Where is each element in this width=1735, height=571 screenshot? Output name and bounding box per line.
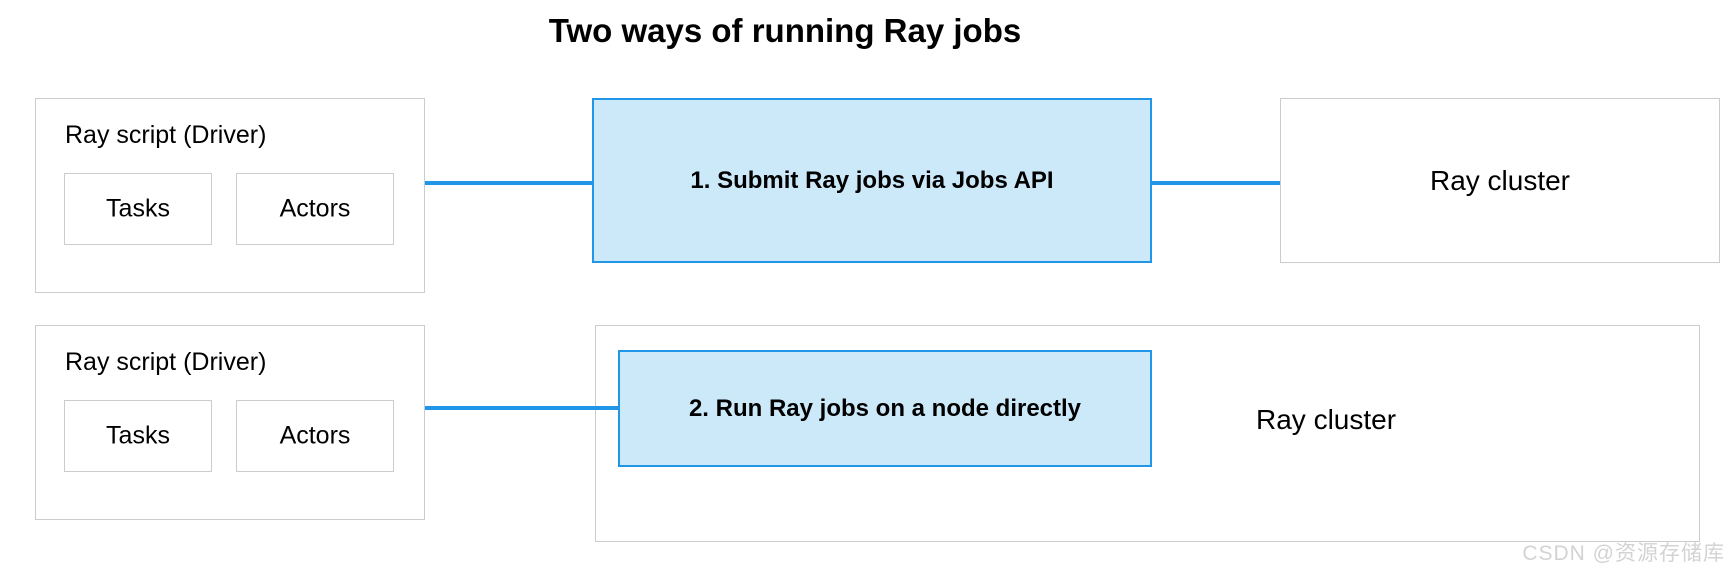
tasks-label-row-2: Tasks (106, 421, 170, 450)
cluster-label-row-1: Ray cluster (1429, 164, 1571, 196)
tasks-box-row-2: Tasks (64, 400, 212, 472)
page-title: Two ways of running Ray jobs (548, 12, 1022, 49)
tasks-box-row-1: Tasks (64, 173, 212, 245)
tasks-label-row-1: Tasks (106, 194, 170, 223)
connector-step-to-cluster-row-1 (1152, 181, 1280, 185)
cluster-label-row-2: Ray cluster (1256, 404, 1397, 435)
step-box-row-2: 2. Run Ray jobs on a node directly (618, 350, 1152, 467)
step-label-row-2: 2. Run Ray jobs on a node directly (688, 394, 1082, 422)
actors-label-row-1: Actors (279, 194, 351, 223)
driver-title-row-1: Ray script (Driver) (65, 121, 267, 149)
actors-label-row-2: Actors (279, 421, 351, 450)
actors-box-row-2: Actors (236, 400, 394, 472)
actors-box-row-1: Actors (236, 173, 394, 245)
connector-driver-to-step-row-1 (425, 181, 592, 185)
watermark: CSDN @资源存储库 (1522, 542, 1725, 565)
step-label-row-1: 1. Submit Ray jobs via Jobs API (690, 166, 1054, 194)
connector-driver-to-step-row-2 (425, 406, 618, 410)
step-box-row-1: 1. Submit Ray jobs via Jobs API (592, 98, 1152, 263)
cluster-box-row-1: Ray cluster (1280, 98, 1720, 263)
driver-title-row-2: Ray script (Driver) (65, 348, 267, 376)
